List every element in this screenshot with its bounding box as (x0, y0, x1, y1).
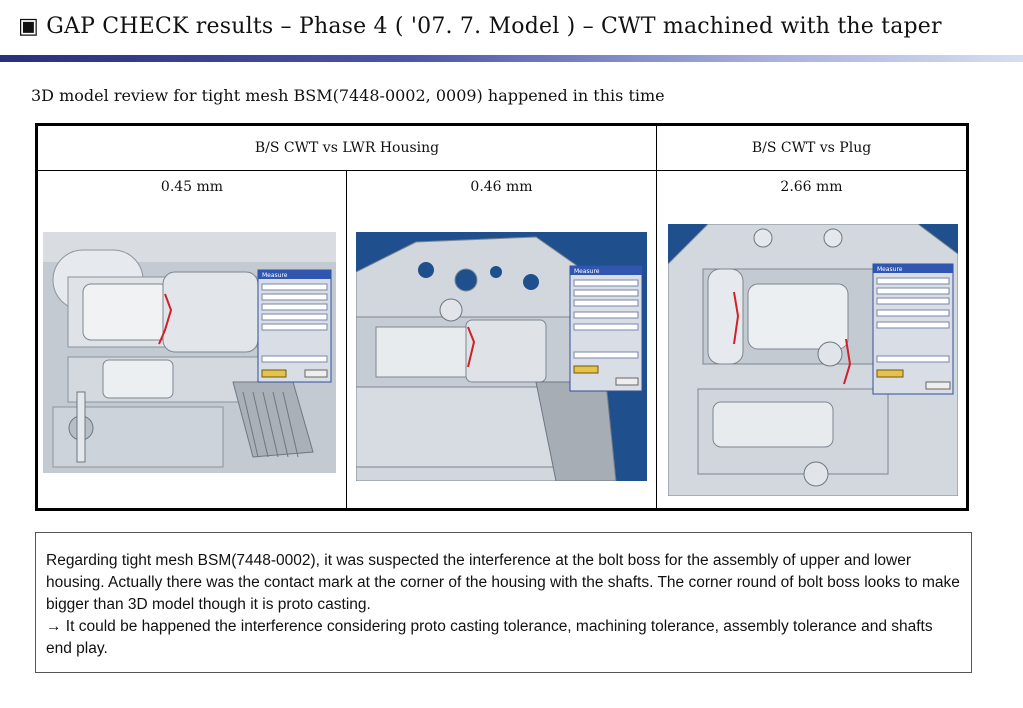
gap-results-table: B/S CWT vs LWR Housing B/S CWT vs Plug 0… (35, 123, 969, 511)
gap-value-2: 0.46 mm (470, 179, 533, 195)
result-cell-3: 2.66 mm M (656, 170, 968, 510)
result-cell-2: 0.46 mm (346, 170, 657, 510)
gap-value-3: 2.66 mm (780, 179, 843, 195)
table-row: 0.45 mm (36, 170, 968, 510)
findings-note-box: Regarding tight mesh BSM(7448-0002), it … (35, 532, 972, 673)
svg-text:Measure: Measure (877, 266, 903, 273)
title-underline-bar (0, 55, 1023, 62)
findings-text: Regarding tight mesh BSM(7448-0002), it … (46, 552, 960, 613)
header-cwt-vs-lwr-housing: B/S CWT vs LWR Housing (36, 124, 657, 171)
slide-subtitle: 3D model review for tight mesh BSM(7448-… (31, 86, 665, 105)
cad-screenshot-1: Measure (43, 232, 336, 473)
result-cell-1: 0.45 mm (36, 170, 347, 510)
title-text: GAP CHECK results – Phase 4 ( '07. 7. Mo… (46, 14, 942, 39)
cad-screenshot-3: Measure (668, 224, 958, 496)
findings-conclusion: → It could be happened the interference … (46, 618, 933, 657)
gap-value-1: 0.45 mm (160, 179, 224, 195)
cad-screenshot-2: Measure (356, 232, 647, 481)
title-marker-icon: ▣ (18, 14, 39, 39)
table-header-row: B/S CWT vs LWR Housing B/S CWT vs Plug (36, 124, 968, 171)
svg-text:Measure: Measure (574, 268, 600, 275)
slide-title: ▣ GAP CHECK results – Phase 4 ( '07. 7. … (18, 14, 942, 39)
svg-text:Measure: Measure (262, 272, 288, 279)
header-cwt-vs-plug: B/S CWT vs Plug (656, 124, 968, 171)
